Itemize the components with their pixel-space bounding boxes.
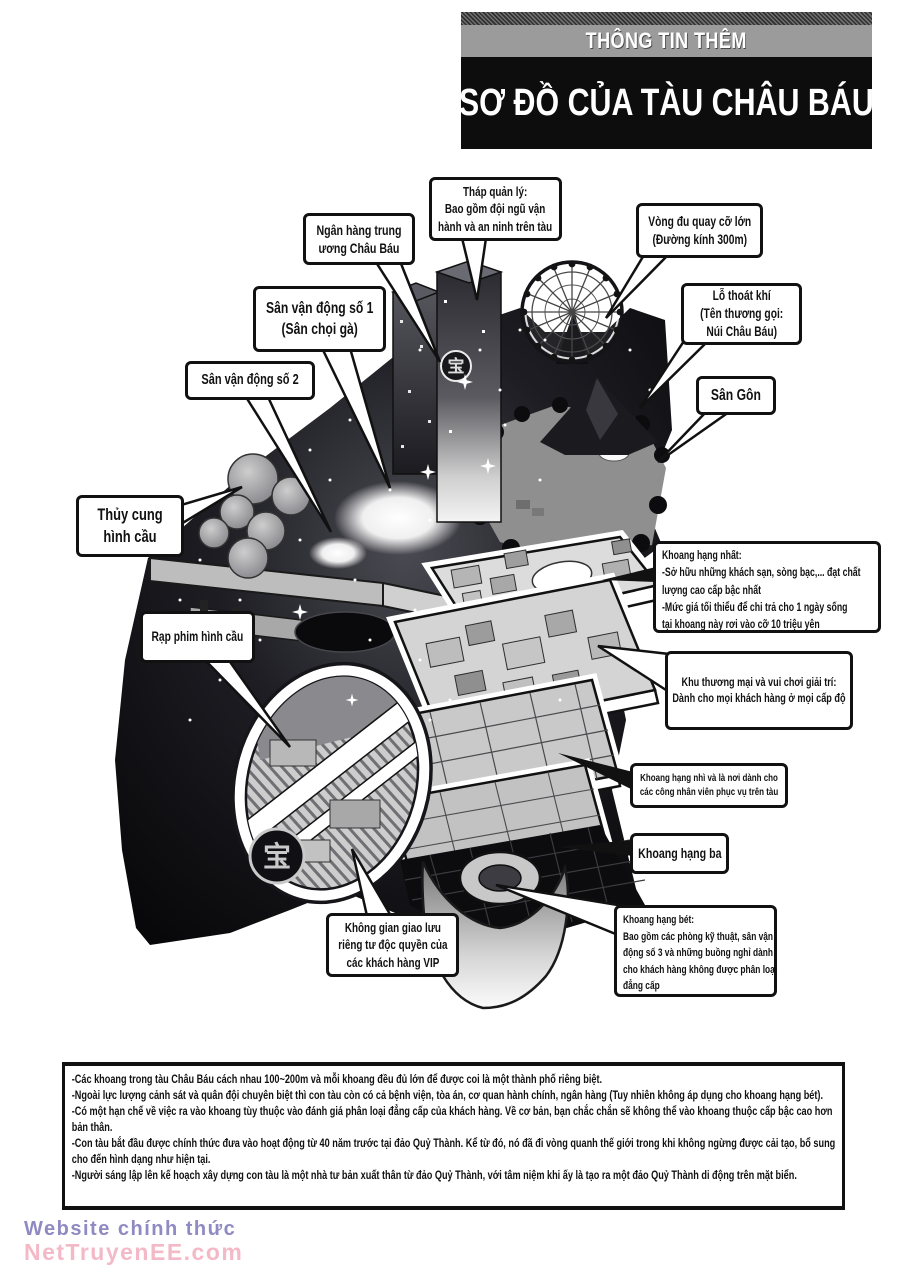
info-notes-box: -Các khoang trong tàu Châu Báu cách nhau… xyxy=(62,1062,845,1210)
page-title: SƠ ĐỒ CỦA TÀU CHÂU BÁU xyxy=(459,81,874,124)
aquarium-spheres xyxy=(198,453,311,579)
note-line: -Các khoang trong tàu Châu Báu cách nhau… xyxy=(71,1072,603,1086)
header-kicker: THÔNG TIN THÊM xyxy=(461,25,872,57)
callout-khu-thuong-mai: Khu thương mại và vui chơi giải trí: Dàn… xyxy=(665,651,853,730)
stadium-oval xyxy=(294,611,396,653)
info-header: THÔNG TIN THÊM SƠ ĐỒ CỦA TÀU CHÂU BÁU xyxy=(459,12,874,149)
treasure-tower: 宝 xyxy=(434,260,504,523)
callout-san-van-dong-2: Sân vận động số 2 xyxy=(185,361,315,400)
watermark-site-url: NetTruyenEE.com xyxy=(24,1239,244,1266)
callout-khoang-hang-nhi: Khoang hạng nhì và là nơi dành cho các c… xyxy=(630,763,788,808)
ship-logo-tower: 宝 xyxy=(448,356,465,376)
svg-text:宝: 宝 xyxy=(263,840,291,872)
vent-mountain xyxy=(540,378,658,455)
note-line: -Ngoài lực lượng cảnh sát và quân đội ch… xyxy=(71,1088,824,1102)
callout-ngan-hang: Ngân hàng trung ương Châu Báu xyxy=(303,213,415,265)
light-glow xyxy=(334,481,462,555)
header-halftone xyxy=(461,12,872,25)
callout-khoang-hang-nhat: Khoang hạng nhất: -Sở hữu những khách sạ… xyxy=(653,541,881,633)
callout-thap-quan-ly: Tháp quản lý: Bao gồm đội ngũ vận hành v… xyxy=(429,177,562,241)
callout-rap-phim: Rạp phim hình cầu xyxy=(140,611,255,663)
callout-san-van-dong-1: Sân vận động số 1 (Sân chọi gà) xyxy=(253,286,386,352)
callout-lo-thoat-khi: Lỗ thoát khí (Tên thương gọi: Núi Châu B… xyxy=(681,283,802,345)
note-line: -Có một hạn chế về việc ra vào khoang tù… xyxy=(71,1104,833,1134)
callout-thuy-cung: Thủy cung hình cầu xyxy=(76,495,184,557)
ferris-wheel xyxy=(520,260,624,364)
callout-khoang-hang-bet: Khoang hạng bét: Bao gồm các phòng kỹ th… xyxy=(614,905,777,997)
watermark-site-label: Website chính thức xyxy=(24,1218,237,1240)
note-line: -Con tàu bắt đầu được chính thức đưa vào… xyxy=(71,1136,836,1166)
callout-vong-du-quay: Vòng đu quay cỡ lớn (Đường kính 300m) xyxy=(636,203,763,258)
callout-san-gon: Sân Gôn xyxy=(696,376,776,415)
ship-logo-bow: 宝 xyxy=(248,827,306,885)
light-glow-small xyxy=(309,537,367,569)
callout-vip: Không gian giao lưu riêng tư độc quyền c… xyxy=(326,913,459,977)
callout-khoang-hang-ba: Khoang hạng ba xyxy=(630,833,729,874)
note-line: -Người sáng lập lên kế hoạch xây dựng co… xyxy=(71,1168,797,1182)
watermark: Website chính thức NetTruyenEE.com xyxy=(24,1218,243,1266)
